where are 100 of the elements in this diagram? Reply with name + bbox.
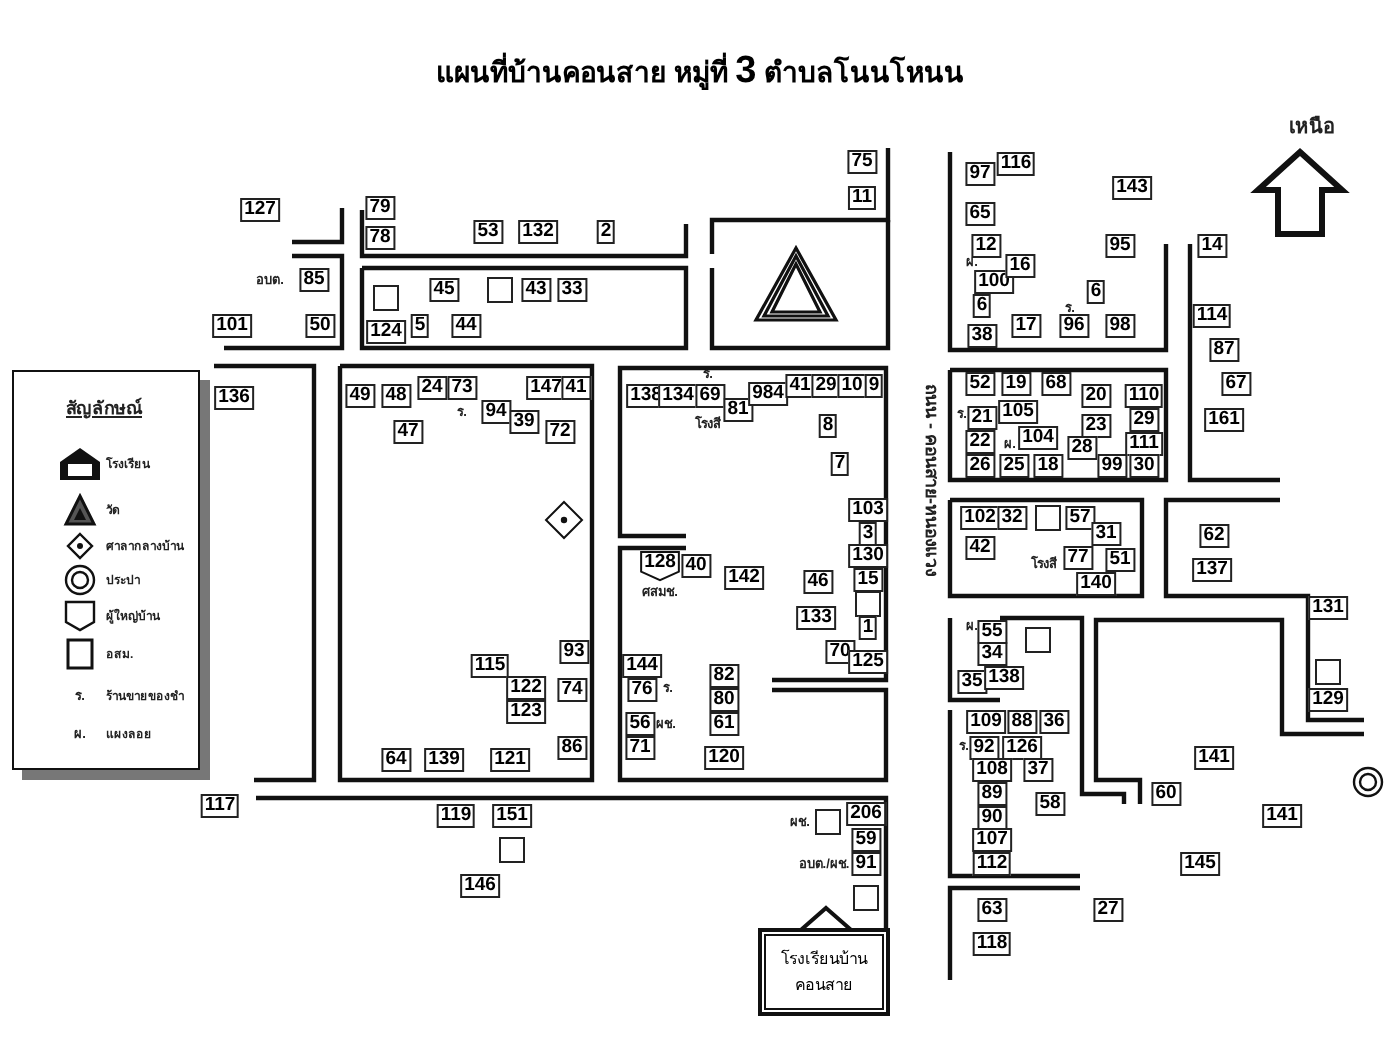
house-number: 130 [848,544,888,568]
house-number: 5 [410,314,430,338]
house-number: 41 [561,376,591,400]
house-marker [487,277,513,303]
house-number: 23 [1081,414,1111,438]
house-marker [815,809,841,835]
house-number: 24 [417,376,447,400]
house-number: 11 [847,186,877,210]
house-number: 161 [1204,408,1244,432]
house-marker [1025,627,1051,653]
house-number: 42 [965,536,995,560]
house-number: 104 [1018,426,1058,450]
house-number: 56 [625,712,655,736]
map-title: แผนที่บ้านคอนสาย หมู่ที่ 3 ตำบลโนนโหนน [435,50,965,94]
house-number: 74 [557,678,587,702]
house-number: 2 [596,220,616,244]
house-number: 112 [972,852,1012,876]
house-number: 91 [851,852,881,876]
house-number: 97 [965,162,995,186]
house-number: 8 [818,414,838,438]
house-marker [373,285,399,311]
house-number: 16 [1005,254,1035,278]
house-number: 25 [999,454,1029,478]
house-number: 206 [846,802,886,826]
house-number: 19 [1001,372,1031,396]
house-number: 17 [1011,314,1041,338]
house-number: 142 [724,566,764,590]
house-number: 136 [214,386,254,410]
house-number: 67 [1221,372,1251,396]
house-number: 61 [709,712,739,736]
house-number: 93 [559,640,589,664]
house-number: 15 [853,568,883,592]
house-number: 90 [977,806,1007,830]
house-number: 34 [977,642,1007,666]
house-number: 79 [365,196,395,220]
house-number: 87 [1209,338,1239,362]
house-number: 10 [837,374,867,398]
house-number: 28 [1067,436,1097,460]
house-number: 63 [977,898,1007,922]
house-number: 125 [848,650,888,674]
house-number: 984 [748,382,788,406]
house-number: 68 [1041,372,1071,396]
house-number: 114 [1192,304,1232,328]
house-number: 35 [957,670,987,694]
house-number: 37 [1023,758,1053,782]
house-number: 58 [1035,792,1065,816]
house-number: 127 [240,198,280,222]
house-number: 31 [1091,522,1121,546]
house-number: 82 [709,664,739,688]
house-number: 139 [424,748,464,772]
house-number: 44 [451,314,481,338]
house-number: 6 [972,294,992,318]
village-head-marker: 128 [640,551,680,581]
house-number: 77 [1063,546,1093,570]
house-number: 141 [1194,746,1234,770]
house-number: 85 [299,268,329,292]
house-number: 73 [447,376,477,400]
house-number: 33 [557,278,587,302]
house-number: 48 [381,384,411,408]
house-number: 51 [1105,548,1135,572]
house-number: 26 [965,454,995,478]
house-number: 86 [557,736,587,760]
house-number: 39 [509,410,539,434]
house-number: 53 [473,220,503,244]
house-number: 76 [627,678,657,702]
house-number: 107 [972,828,1012,852]
house-number: 141 [1262,804,1302,828]
compass-label: เหนือ [1289,113,1335,141]
house-number: 69 [695,384,725,408]
house-number: 118 [972,932,1012,956]
house-marker [853,885,879,911]
house-number: 43 [521,278,551,302]
house-number: 111 [1125,432,1163,456]
house-number: 124 [366,320,406,344]
house-number: 116 [996,152,1036,176]
house-marker [1035,505,1061,531]
house-number: 109 [966,710,1006,734]
house-number: 121 [490,748,530,772]
house-number: 47 [393,420,423,444]
house-number: 138 [984,666,1024,690]
house-number: 7 [830,452,850,476]
house-number: 99 [1097,454,1127,478]
house-number: 38 [967,324,997,348]
house-number: 18 [1033,454,1063,478]
house-number: 40 [681,554,711,578]
house-number: 9 [864,374,884,398]
house-number: 120 [704,746,744,770]
house-number: 29 [1129,408,1159,432]
house-number: 72 [545,420,575,444]
house-number: 50 [305,314,335,338]
house-number: 49 [345,384,375,408]
house-number: 27 [1093,898,1123,922]
road-name: ถนน - คอนสาย-หนองแวง [920,384,944,576]
house-number: 98 [1105,314,1135,338]
house-number: 21 [967,406,997,430]
school-sign: โรงเรียนบ้านคอนสาย [760,930,888,1014]
house-number: 78 [365,226,395,250]
house-number: 6 [1086,280,1106,304]
house-marker [499,837,525,863]
house-number: 146 [460,874,500,898]
